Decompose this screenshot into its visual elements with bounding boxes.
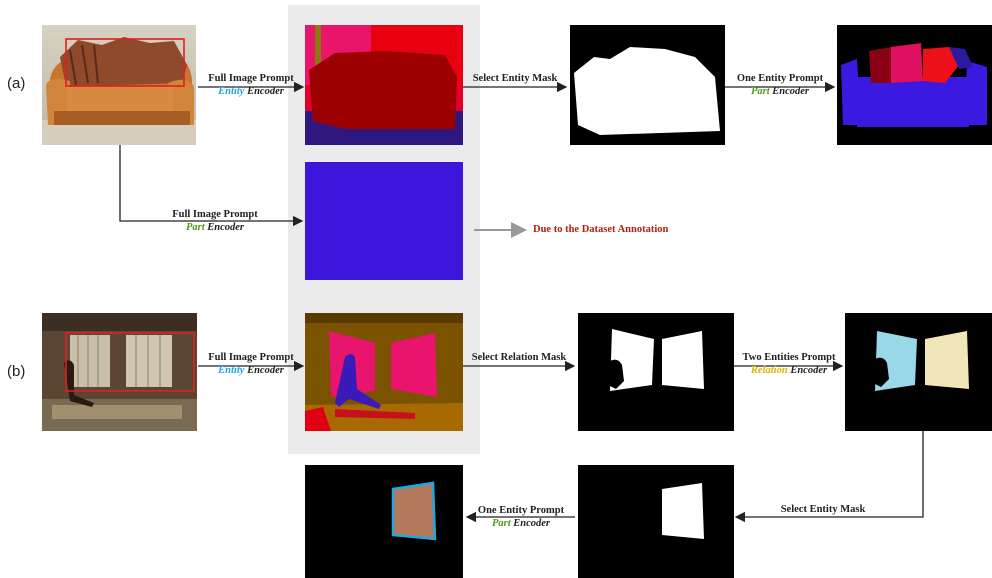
- label-a3-encoder: Part Encoder: [725, 85, 835, 98]
- window-part-segmentation: [305, 465, 463, 578]
- relation-mask: [578, 313, 734, 431]
- label-a1: Full Image Prompt Entity Encoder: [198, 72, 304, 98]
- sofa-part-full-image-output: [305, 162, 463, 280]
- label-b4-prompt: Select Entity Mask: [760, 503, 886, 516]
- selected-entity-mask: [578, 465, 734, 578]
- dataset-annotation-note: Due to the Dataset Annotation: [533, 224, 668, 235]
- label-a4-prompt: Full Image Prompt: [160, 208, 270, 221]
- label-b2-prompt: Select Relation Mask: [463, 351, 575, 364]
- label-b4: Select Entity Mask: [760, 503, 886, 516]
- label-a4: Full Image Prompt Part Encoder: [160, 208, 270, 234]
- label-b5-prompt: One Entity Prompt: [466, 504, 576, 517]
- label-b1-prompt: Full Image Prompt: [198, 351, 304, 364]
- label-a4-encoder: Part Encoder: [160, 221, 270, 234]
- relation-segmentation: [845, 313, 992, 431]
- label-a3-prompt: One Entity Prompt: [725, 72, 835, 85]
- label-b1-encoder: Entity Encoder: [198, 364, 304, 377]
- label-a1-encoder: Entity Encoder: [198, 85, 304, 98]
- room-photo: [42, 313, 197, 431]
- label-a1-prompt: Full Image Prompt: [198, 72, 304, 85]
- label-b5-encoder: Part Encoder: [466, 517, 576, 530]
- label-a2-prompt: Select Entity Mask: [463, 72, 567, 85]
- sofa-entity-mask: [570, 25, 725, 145]
- sofa-part-segmentation: [837, 25, 992, 145]
- label-b2: Select Relation Mask: [463, 351, 575, 364]
- sofa-photo: [42, 25, 196, 145]
- label-b3-encoder: Relation Encoder: [734, 364, 844, 377]
- label-a3: One Entity Prompt Part Encoder: [725, 72, 835, 98]
- room-entity-segmentation: [305, 313, 463, 431]
- sofa-entity-segmentation: [305, 25, 463, 145]
- label-b3: Two Entities Prompt Relation Encoder: [734, 351, 844, 377]
- label-b5: One Entity Prompt Part Encoder: [466, 504, 576, 530]
- label-b3-prompt: Two Entities Prompt: [734, 351, 844, 364]
- label-a2: Select Entity Mask: [463, 72, 567, 85]
- label-b1: Full Image Prompt Entity Encoder: [198, 351, 304, 377]
